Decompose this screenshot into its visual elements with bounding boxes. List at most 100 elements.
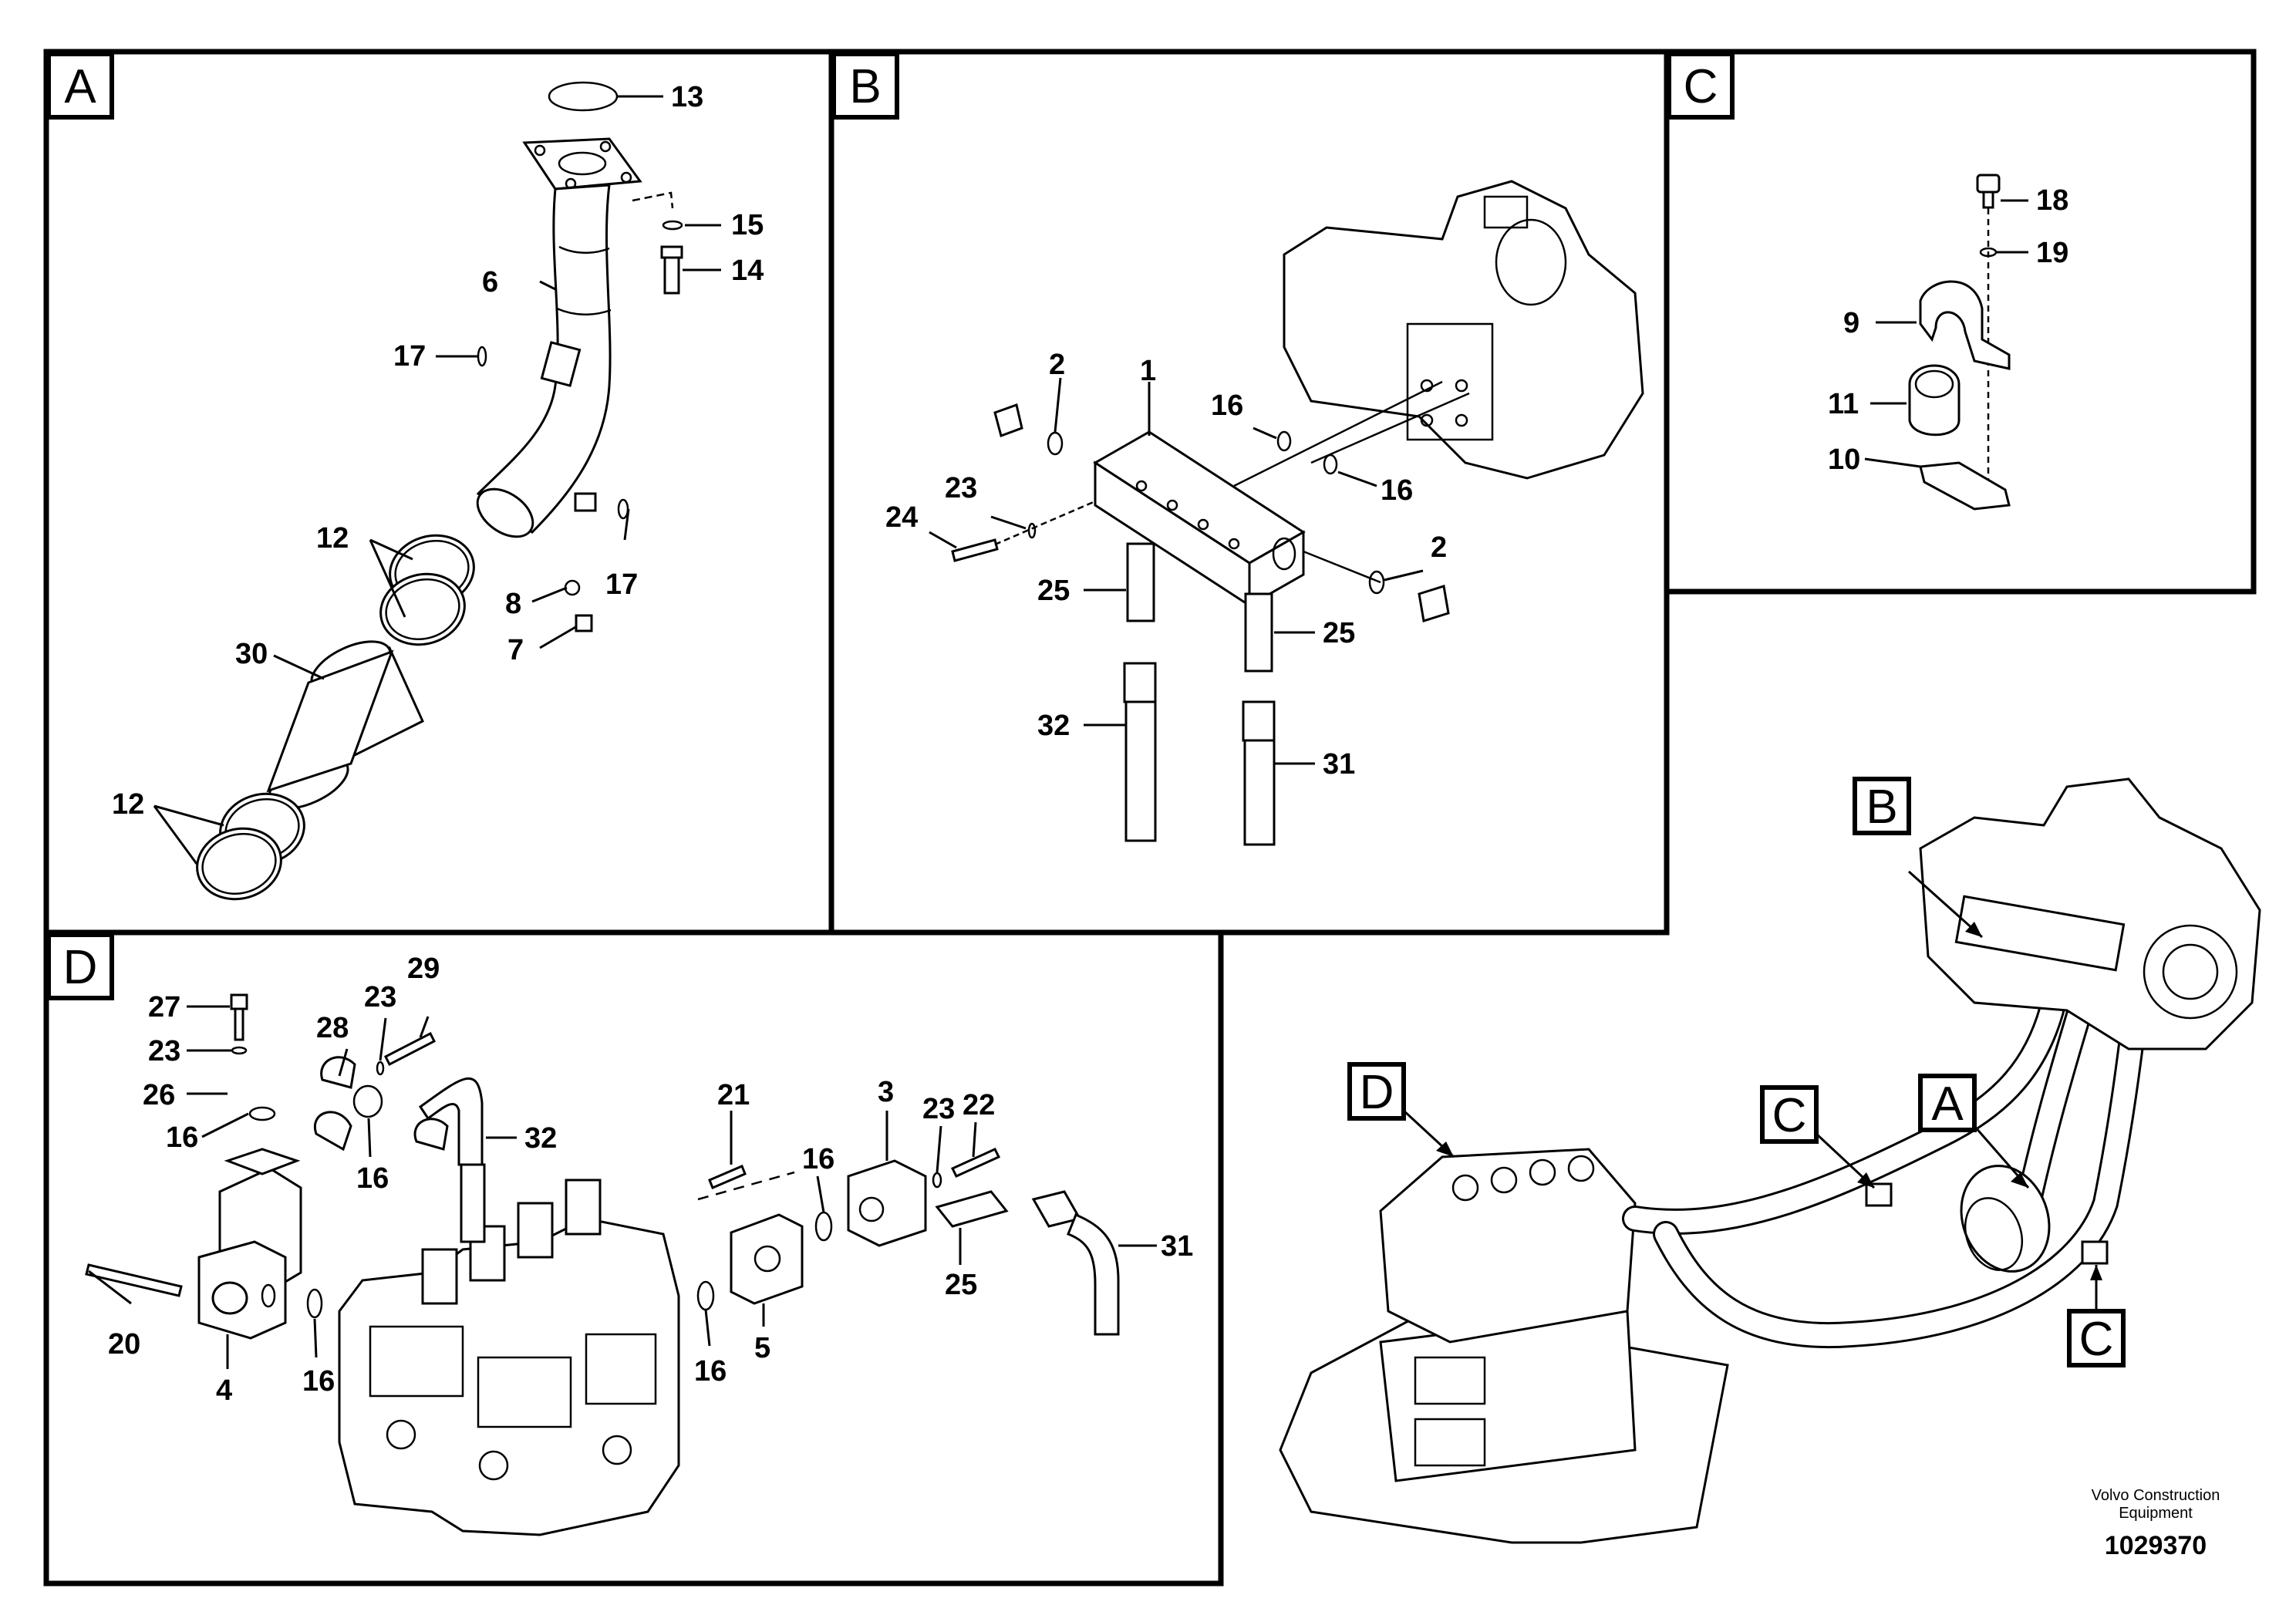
port-fitting — [540, 341, 582, 387]
o-ring-2b — [1368, 570, 1385, 595]
item-16b: 16 — [1381, 474, 1413, 507]
hose-31-fitting — [1242, 700, 1276, 742]
item-8: 8 — [505, 588, 521, 620]
panel-a-letter: A — [64, 60, 96, 113]
callout-c-upper-letter: C — [1772, 1089, 1807, 1142]
panel-a-numbers: 13 15 14 6 17 17 12 8 7 30 12 — [112, 81, 764, 821]
item-5: 5 — [754, 1332, 770, 1364]
item-16d: 16 — [694, 1355, 727, 1388]
item-16c: 16 — [302, 1365, 335, 1398]
screw-21 — [708, 1165, 747, 1189]
callout-c-upper: C — [1760, 1085, 1819, 1144]
o-ring-2a — [1047, 431, 1064, 456]
item-20: 20 — [108, 1328, 140, 1361]
o-ring-16e — [814, 1211, 833, 1242]
panel-b-numbers: 2 1 16 16 23 24 2 25 25 32 31 — [885, 349, 1447, 781]
pipe-6 — [476, 184, 612, 534]
overview-block — [1954, 895, 2126, 972]
o-ring-16c — [306, 1288, 323, 1319]
item-28: 28 — [316, 1012, 349, 1044]
panel-c-frame — [1664, 49, 2257, 595]
o-ring-17b — [617, 498, 629, 520]
bolt-24 — [951, 538, 999, 562]
o-ring-16b — [1323, 454, 1338, 475]
o-ring-16b — [352, 1084, 383, 1118]
item-27: 27 — [148, 991, 180, 1023]
item-2a: 2 — [1049, 349, 1065, 381]
callout-a: A — [1918, 1074, 1977, 1132]
split-flange-28a — [320, 1056, 356, 1089]
tee-fitting — [574, 492, 597, 512]
hose-31 — [1243, 739, 1276, 846]
footer: Volvo Construction Equipment 1029370 — [2092, 1487, 2220, 1560]
panel-c-numbers: 18 19 9 11 10 — [1828, 184, 2068, 476]
plate-10 — [1919, 461, 2011, 511]
panel-c-label: C — [1667, 52, 1735, 120]
spool-cap-4 — [565, 1179, 602, 1236]
item-3: 3 — [878, 1076, 894, 1108]
washer-23c — [932, 1172, 942, 1189]
item-32: 32 — [524, 1122, 557, 1155]
item-31: 31 — [1161, 1230, 1193, 1263]
bolt-22 — [950, 1148, 1001, 1178]
panel-d-frame — [43, 929, 1224, 1587]
panel-b-label: B — [831, 52, 899, 120]
overview-clamp-upper — [1865, 1182, 1893, 1207]
item-31: 31 — [1323, 748, 1355, 781]
panel-a-drawing — [153, 81, 721, 901]
callout-c-lower-letter: C — [2079, 1313, 2114, 1366]
flange — [522, 137, 642, 191]
plug-7 — [575, 614, 593, 632]
clamp-9 — [1919, 280, 2011, 370]
plug-left — [993, 403, 1023, 437]
overview-clamp-lower — [2081, 1240, 2109, 1265]
clamp-12d — [196, 827, 282, 901]
item-23c: 23 — [922, 1093, 955, 1125]
screw-14 — [663, 253, 680, 295]
spool-cap-1 — [421, 1248, 458, 1305]
panel-c-letter: C — [1684, 60, 1718, 113]
callout-b-letter: B — [1866, 781, 1897, 834]
overview-drawing — [1279, 777, 2261, 1544]
o-ring-16a — [248, 1106, 276, 1121]
item-4: 4 — [216, 1374, 232, 1407]
item-25: 25 — [945, 1269, 977, 1301]
item-12b: 12 — [112, 788, 144, 821]
item-23b: 23 — [364, 981, 396, 1013]
panel-d-label: D — [46, 932, 114, 1000]
o-ring-13 — [548, 81, 619, 112]
hose-31 — [1067, 1213, 1120, 1336]
brand-line-2: Equipment — [2119, 1505, 2193, 1522]
item-9: 9 — [1843, 307, 1859, 339]
hose-32-fitting — [1123, 662, 1157, 703]
washer-23 — [1027, 522, 1037, 539]
pump-housing — [1283, 180, 1644, 480]
adapter-25 — [935, 1190, 1009, 1228]
screw-18 — [1976, 174, 2001, 194]
adapter-25a — [1126, 542, 1155, 622]
callout-b: B — [1853, 777, 1911, 835]
callout-d: D — [1347, 1062, 1406, 1121]
item-23a: 23 — [148, 1035, 180, 1067]
clamp-12b — [379, 572, 466, 646]
spool-cap-3 — [517, 1202, 554, 1259]
item-25a: 25 — [1037, 575, 1070, 607]
item-1: 1 — [1140, 355, 1156, 387]
item-22: 22 — [963, 1089, 995, 1121]
item-25b: 25 — [1323, 617, 1355, 649]
panel-b-letter: B — [849, 60, 881, 113]
item-12a: 12 — [316, 522, 349, 555]
split-flange-28c — [413, 1118, 449, 1151]
hose-32-elbow — [418, 1077, 484, 1166]
plate-26 — [224, 1148, 301, 1175]
washer-23a — [231, 1046, 248, 1055]
document-number: 1029370 — [2105, 1531, 2207, 1560]
item-16b: 16 — [356, 1162, 389, 1195]
item-17a: 17 — [393, 340, 426, 373]
panel-d-drawing — [85, 993, 1157, 1536]
item-17b: 17 — [605, 568, 638, 601]
item-14: 14 — [731, 255, 764, 287]
flange-5 — [730, 1213, 804, 1305]
pipe-outlet — [476, 487, 534, 538]
